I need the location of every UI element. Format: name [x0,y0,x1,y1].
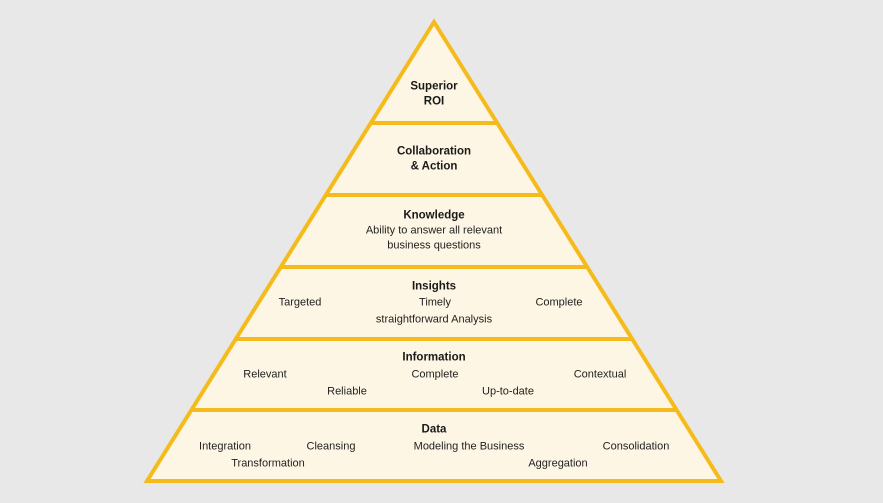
insights-item: Timely [419,296,451,309]
data-item: Aggregation [528,457,588,470]
data-item: Consolidation [602,440,670,453]
level-collaboration-title: & Action [410,160,458,173]
level-roi-title: ROI [423,95,445,108]
level-knowledge-text: business questions [387,239,481,252]
insights-item: straightforward Analysis [375,313,493,326]
level-roi-title: Superior [410,80,458,93]
level-insights-title: Insights [411,280,457,293]
information-item: Complete [411,368,459,381]
data-item: Integration [199,440,251,453]
level-collaboration-title: Collaboration [396,145,472,158]
information-item: Up-to-date [482,385,534,398]
level-information-title: Information [402,351,466,364]
pyramid-shape [143,18,725,483]
information-item: Relevant [243,368,287,381]
information-item: Contextual [573,368,627,381]
level-knowledge-text: Ability to answer all relevant [365,224,503,237]
information-item: Reliable [327,385,367,398]
data-item: Cleansing [306,440,356,453]
data-item: Transformation [231,457,305,470]
level-knowledge-title: Knowledge [403,209,465,222]
data-item: Modeling the Business [413,440,525,453]
level-data-title: Data [421,423,447,436]
insights-item: Complete [535,296,583,309]
insights-item: Targeted [278,296,322,309]
